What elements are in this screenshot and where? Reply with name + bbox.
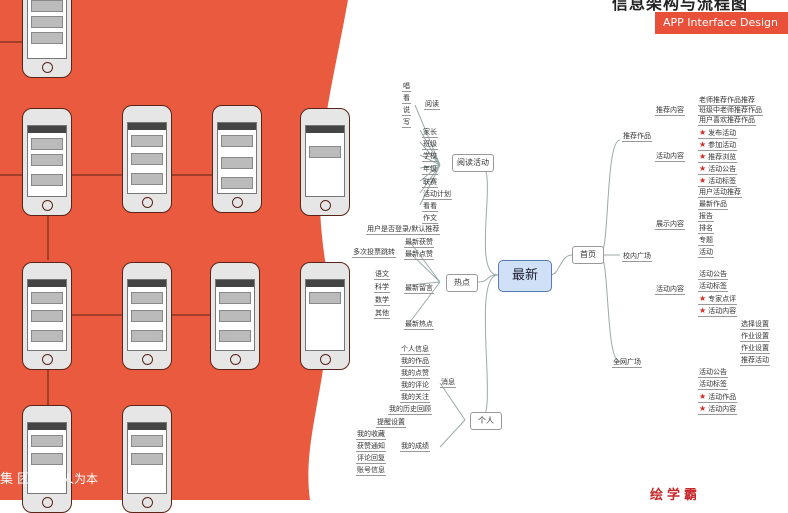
personal-node: 获赞通知 (356, 442, 386, 452)
star-icon: ★ (699, 306, 707, 315)
read-node: 活动计划 (422, 190, 452, 200)
star-icon: ★ (699, 392, 707, 401)
page-title: 信息架构与流程图 (612, 0, 749, 13)
home-leaf: ★活动标签 (698, 176, 738, 187)
hot-node: 多次投票跳转 (352, 248, 396, 258)
home-leaf: ★活动作品 (698, 392, 738, 403)
branch-personal: 个人 (470, 412, 502, 430)
branch-home: 首页 (572, 246, 604, 264)
home-leaf: ★推荐浏览 (698, 152, 738, 163)
page-subtitle: APP Interface Design (655, 12, 788, 34)
home-leaf: 推荐活动 (740, 356, 770, 366)
read-node: 年级 (422, 165, 438, 175)
home-leaf: 用户活动推荐 (698, 188, 742, 198)
hot-node: 用户是否登录/默认推荐 (366, 225, 441, 235)
brand-logo: 绘学霸 (650, 488, 702, 503)
wireframe-phone (300, 108, 350, 216)
read-node: 班级 (422, 140, 438, 150)
personal-node: 我的评论 (400, 381, 430, 391)
read-node: 写 (402, 118, 411, 128)
home-leaf: 专题 (698, 236, 714, 246)
read-node: 唱 (402, 82, 411, 92)
star-icon: ★ (699, 140, 707, 149)
home-leaf: ★专家点评 (698, 294, 738, 305)
home-leaf: 活动公告 (698, 368, 728, 378)
read-node: 作文 (422, 214, 438, 224)
hot-node: 其他 (374, 309, 390, 319)
personal-node: 我的收藏 (356, 430, 386, 440)
wireframe-phone (210, 262, 260, 370)
home-leaf: ★活动内容 (698, 404, 738, 415)
personal-node: 个人信息 (400, 345, 430, 355)
wireframe-phone (22, 0, 72, 78)
wireframe-phone (22, 108, 72, 216)
home-leaf: 报告 (698, 212, 714, 222)
personal-node: 我的关注 (400, 393, 430, 403)
read-node: 学校 (422, 152, 438, 162)
home-group: 全网广场 (612, 358, 642, 368)
home-leaf: 班级中老师推荐作品 (698, 106, 763, 116)
home-leaf: 活动标签 (698, 380, 728, 390)
home-leaf: ★活动公告 (698, 164, 738, 175)
personal-node: 我的作品 (400, 357, 430, 367)
wireframe-phone (122, 262, 172, 370)
home-leaf: 老师推荐作品推荐 (698, 96, 756, 106)
home-group: 推荐内容 (655, 106, 685, 116)
star-icon: ★ (699, 404, 707, 413)
home-leaf: 作业设置 (740, 332, 770, 342)
wireframe-phone (22, 405, 72, 513)
read-node: 说 (402, 106, 411, 116)
home-leaf: 活动标签 (698, 282, 728, 292)
home-leaf: 用户喜欢推荐作品 (698, 116, 756, 126)
center-node: 最新 (498, 260, 552, 292)
wireframe-phone (22, 262, 72, 370)
home-leaf: 最新作品 (698, 200, 728, 210)
home-group: 展示内容 (655, 220, 685, 230)
star-icon: ★ (699, 152, 707, 161)
star-icon: ★ (699, 164, 707, 173)
star-icon: ★ (699, 294, 707, 303)
home-group: 活动内容 (655, 152, 685, 162)
read-node: 阅读 (424, 100, 440, 110)
home-leaf: 活动 (698, 248, 714, 258)
wireframe-phone (212, 105, 262, 213)
hot-node: 最新点赞 (404, 250, 434, 260)
personal-node: 提醒设置 (376, 418, 406, 428)
branch-read: 阅读活动 (452, 154, 494, 172)
branch-hot: 热点 (446, 274, 478, 292)
hot-node: 科学 (374, 283, 390, 293)
home-leaf: 活动公告 (698, 270, 728, 280)
home-group: 活动内容 (655, 285, 685, 295)
home-leaf: ★参加活动 (698, 140, 738, 151)
star-icon: ★ (699, 128, 707, 137)
personal-node: 消息 (440, 378, 456, 388)
wireframe-phone (122, 405, 172, 513)
home-leaf: ★发布活动 (698, 128, 738, 139)
hot-node: 最新热点 (404, 320, 434, 330)
read-node: 家长 (422, 128, 438, 138)
wireframe-phone (300, 262, 350, 370)
hot-node: 语文 (374, 270, 390, 280)
hot-node: 最新留言 (404, 284, 434, 294)
read-node: 看看 (422, 202, 438, 212)
home-group: 校内广场 (622, 252, 652, 262)
personal-node: 账号信息 (356, 466, 386, 476)
personal-node: 我的历史回顾 (388, 405, 432, 415)
home-leaf: ★活动内容 (698, 306, 738, 317)
star-icon: ★ (699, 176, 707, 185)
wireframe-phone (122, 105, 172, 213)
personal-node: 我的点赞 (400, 369, 430, 379)
hot-node: 最新获赞 (404, 238, 434, 248)
personal-node: 我的成绩 (400, 442, 430, 452)
home-leaf: 作业设置 (740, 344, 770, 354)
read-node: 看 (402, 94, 411, 104)
footer-group-label: 集 团 (0, 472, 31, 487)
home-leaf: 排名 (698, 224, 714, 234)
hot-node: 数学 (374, 296, 390, 306)
personal-node: 评论回复 (356, 454, 386, 464)
footer-slogan: 以人为本 (50, 472, 99, 486)
home-group: 推荐作品 (622, 132, 652, 142)
read-node: 联赛 (422, 178, 438, 188)
home-leaf: 选择设置 (740, 320, 770, 330)
